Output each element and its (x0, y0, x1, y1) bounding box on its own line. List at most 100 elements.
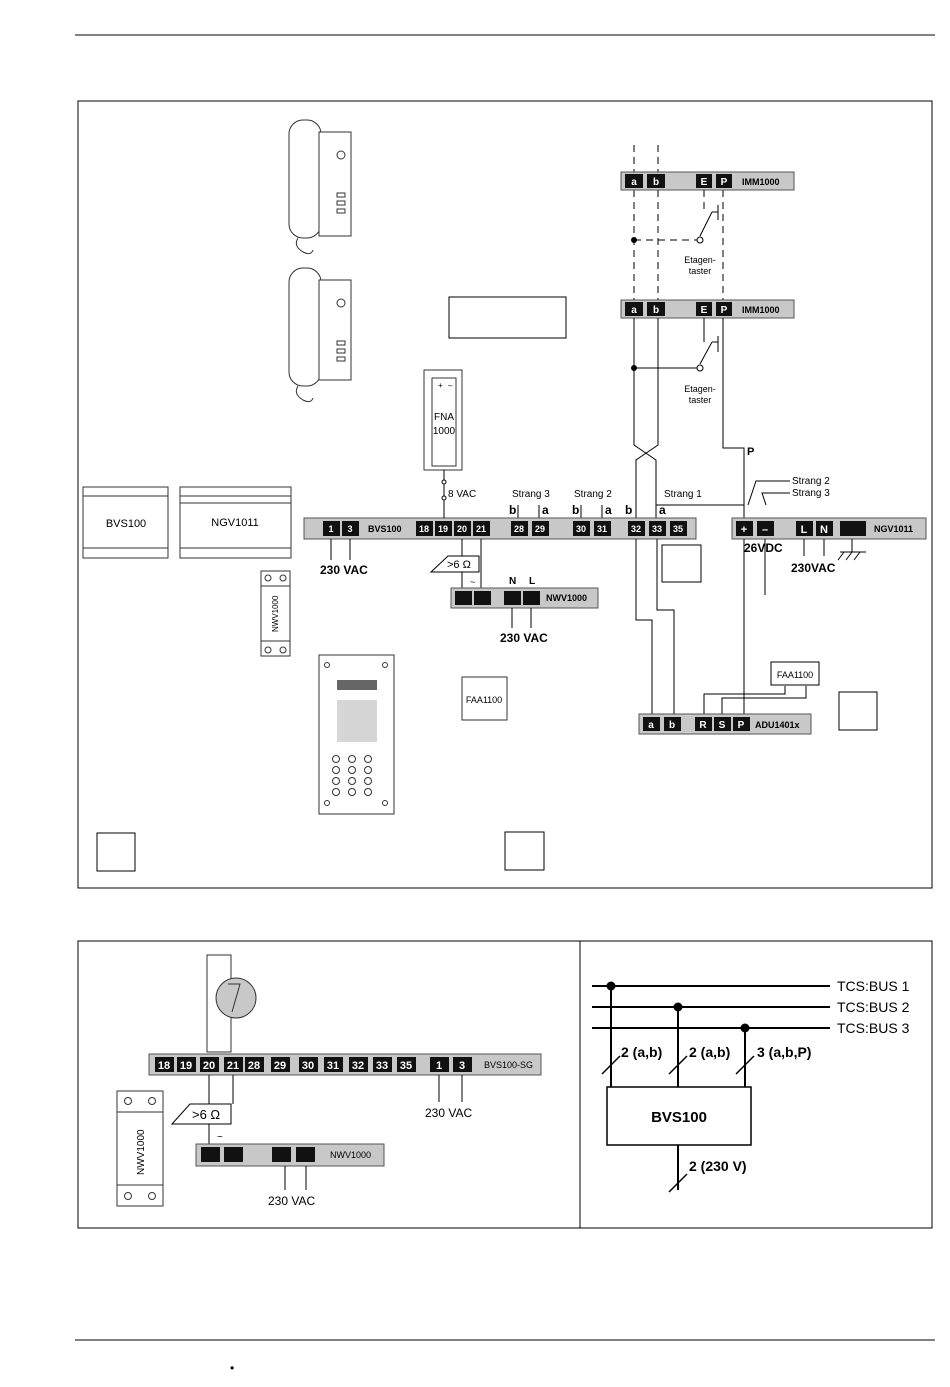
ll-230vac-b: 230 VAC (268, 1194, 315, 1208)
ngv-strang-2: Strang 2 (792, 476, 830, 487)
ngv-strip-label: NGV1011 (874, 524, 913, 534)
ll-terminal-18: 18 (158, 1060, 170, 1072)
ll-nwv1000-strip: NWV1000 (195, 1143, 385, 1167)
imm2-b: b (653, 305, 659, 316)
ngv-strang-wires (747, 480, 790, 506)
strang-2-label: Strang 2 (574, 489, 612, 500)
ll-terminal-32: 32 (352, 1060, 364, 1072)
bvs100-device-drawing: BVS100 (82, 486, 169, 559)
footer-bullet: • (230, 1361, 234, 1375)
etagen-switch-1 (699, 205, 719, 237)
bvs100-block-label: BVS100 (651, 1109, 707, 1126)
ll-terminal-3: 3 (459, 1060, 465, 1072)
ll-230vac-a: 230 VAC (425, 1106, 472, 1120)
etagen-2-line2: taster (689, 395, 712, 405)
bus1-label: TCS:BUS 1 (837, 978, 910, 994)
nwv1000-device-label: NWV1000 (271, 595, 280, 632)
s3-a: a (542, 503, 549, 517)
ngv-26vdc-label: 26VDC (744, 541, 783, 555)
imm1-label: IMM1000 (742, 177, 780, 187)
ll-ohm-box (170, 1103, 232, 1125)
s3-b: b (509, 503, 516, 517)
etagen-switch-1-contact (696, 236, 704, 244)
imm1000-module-1: a b E P IMM1000 (620, 171, 795, 191)
fna-contact-2 (441, 495, 447, 501)
bvs-terminal-30: 30 (576, 524, 586, 534)
ll-ohm-label: >6 Ω (192, 1107, 220, 1122)
bvs-terminal-31: 31 (597, 524, 607, 534)
ll-nwv1000-device: NWV1000 (116, 1090, 164, 1207)
ngv-n: N (820, 524, 828, 536)
main-diagram-frame (77, 100, 933, 889)
junction-imm1 (631, 237, 637, 243)
ll-bvs-sg-label: BVS100-SG (484, 1060, 533, 1070)
nwv-n-label: N (509, 576, 516, 587)
wire-count-3: 3 (a,b,P) (757, 1044, 811, 1060)
bvs-strip-label: BVS100 (368, 524, 402, 534)
imm2-a: a (631, 305, 637, 316)
strang-3-label: Strang 3 (512, 489, 550, 500)
riser-dashed-lines (633, 145, 724, 300)
adu-r: R (699, 720, 707, 731)
handset-device-2 (288, 267, 352, 403)
ll-terminal-29: 29 (274, 1060, 286, 1072)
etagen-switch-2 (699, 336, 719, 365)
bvs-terminal-20: 20 (457, 524, 467, 534)
imm2-label: IMM1000 (742, 305, 780, 315)
ngv1011-device-label: NGV1011 (211, 517, 259, 529)
nwv-l-label: L (529, 576, 535, 587)
bvs-terminal-1: 1 (328, 524, 333, 534)
etagen-1-line1: Etagen- (684, 255, 716, 265)
nwv1000-strip: NWV1000 (450, 587, 599, 609)
ll-terminal-1: 1 (436, 1060, 442, 1072)
empty-box-right (661, 544, 702, 583)
ll-nwv-device-label: NWV1000 (136, 1129, 147, 1175)
imm2-e: E (701, 305, 708, 316)
empty-box-bottom-left (96, 832, 136, 872)
ngv-strang-3: Strang 3 (792, 488, 830, 499)
s2-a: a (605, 503, 612, 517)
imm1000-module-2: a b E P IMM1000 (620, 299, 795, 319)
fna-contact-1 (441, 479, 447, 485)
imm1-b: b (653, 177, 659, 188)
fna-label-2: 1000 (433, 426, 456, 437)
ll-terminal-20: 20 (203, 1060, 215, 1072)
empty-label-box (448, 296, 567, 339)
faa1100-device (461, 676, 508, 721)
label-8vac: 8 VAC (448, 489, 476, 500)
strang-1-label: Strang 1 (664, 489, 702, 500)
ohm-resistor-box (429, 555, 480, 573)
lower-frame (77, 940, 933, 1229)
ll-terminal-31: 31 (327, 1060, 339, 1072)
bvs-terminal-3: 3 (347, 524, 352, 534)
bvs-terminal-29: 29 (535, 524, 545, 534)
ngv-l: L (801, 524, 808, 536)
nwv-230vac-label: 230 VAC (500, 631, 548, 645)
ngv-minus: – (762, 524, 768, 536)
imm2-p: P (721, 305, 728, 316)
bus2-label: TCS:BUS 2 (837, 999, 910, 1015)
empty-box-adu (838, 691, 878, 731)
bus3-junction (740, 1023, 750, 1033)
etagen-1-line2: taster (689, 266, 712, 276)
imm1-a: a (631, 177, 637, 188)
ll-nwv-strip-label: NWV1000 (330, 1150, 371, 1160)
imm1-e: E (701, 177, 708, 188)
power-wire-label: 2 (230 V) (689, 1158, 747, 1174)
bvs100-block (606, 1086, 752, 1146)
bus3-label: TCS:BUS 3 (837, 1020, 910, 1036)
adu-p: P (738, 720, 745, 731)
s2-b: b (572, 503, 579, 517)
imm1-p: P (721, 177, 728, 188)
bvs-terminal-19: 19 (438, 524, 448, 534)
ll-tilde: ~ (217, 1132, 223, 1143)
ll-terminal-21: 21 (227, 1060, 239, 1072)
bus-wire-count-ticks (601, 1055, 755, 1193)
adu1401x-strip: a b R S P ADU1401x (638, 713, 812, 735)
fna-plus: + (438, 381, 443, 390)
nwv-strip-label: NWV1000 (546, 593, 587, 603)
fna-minus: – (448, 381, 453, 390)
ll-terminal-35: 35 (400, 1060, 412, 1072)
wire-count-1: 2 (a,b) (621, 1044, 662, 1060)
